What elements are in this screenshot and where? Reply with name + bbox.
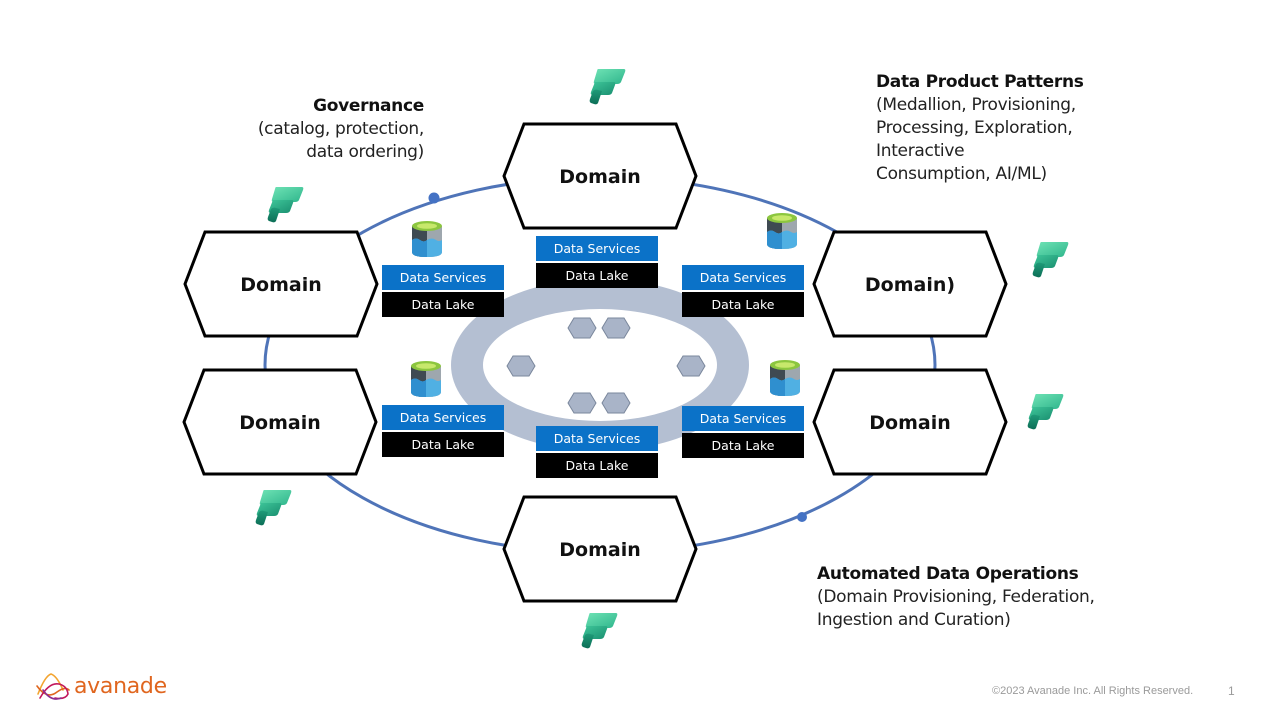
- automated-ops-description: (Domain Provisioning, Federation, Ingest…: [817, 586, 1177, 632]
- data-services-label: Data Services: [700, 411, 787, 426]
- data-services-bg: [382, 265, 504, 290]
- data-lake-block[interactable]: Data Lake: [536, 453, 658, 478]
- data-services-label: Data Services: [700, 270, 787, 285]
- hub-node-hexagon: [567, 392, 597, 414]
- data-lake-label: Data Lake: [566, 458, 629, 473]
- data-services-block[interactable]: Data Services: [382, 265, 504, 290]
- data-lake-bg: [682, 433, 804, 458]
- domain-hexagon: [812, 230, 1008, 338]
- data-services-label: Data Services: [400, 410, 487, 425]
- data-lake-bg: [382, 292, 504, 317]
- data-product-patterns-description: (Medallion, Provisioning, Processing, Ex…: [876, 94, 1176, 186]
- data-services-bg: [682, 265, 804, 290]
- domain-label: Domain: [559, 166, 640, 188]
- domain-label: Domain: [869, 412, 950, 434]
- data-services-bg: [382, 405, 504, 430]
- data-services-bg: [682, 406, 804, 431]
- patterns-line: (Medallion, Provisioning,: [876, 95, 1076, 115]
- patterns-line: Consumption, AI/ML): [876, 164, 1047, 184]
- data-lake-storage-icon: [770, 360, 800, 396]
- ops-line: (Domain Provisioning, Federation,: [817, 587, 1095, 607]
- ring-node-dot: [797, 512, 807, 522]
- domain-hexagon: [502, 122, 698, 230]
- domain-label: Domain: [559, 539, 640, 561]
- hub-node-hexagon: [601, 317, 631, 339]
- data-lake-label: Data Lake: [412, 437, 475, 452]
- data-lake-block[interactable]: Data Lake: [382, 432, 504, 457]
- data-lake-bg: [682, 292, 804, 317]
- automated-ops-title: Automated Data Operations: [817, 564, 1079, 584]
- data-services-block[interactable]: Data Services: [682, 406, 804, 431]
- domain-label: Domain: [240, 274, 321, 296]
- data-services-block[interactable]: Data Services: [536, 426, 658, 451]
- domain-label: Domain): [865, 274, 955, 296]
- data-services-label: Data Services: [554, 241, 641, 256]
- data-lake-block[interactable]: Data Lake: [682, 292, 804, 317]
- patterns-line: Processing, Exploration,: [876, 118, 1073, 138]
- microsoft-fabric-icon: [589, 69, 626, 105]
- data-lake-label: Data Lake: [712, 438, 775, 453]
- microsoft-fabric-icon: [581, 613, 618, 649]
- domain-hexagon: [502, 495, 698, 603]
- data-lake-block[interactable]: Data Lake: [682, 433, 804, 458]
- copyright-text: ©2023 Avanade Inc. All Rights Reserved.: [992, 685, 1194, 697]
- data-services-block[interactable]: Data Services: [382, 405, 504, 430]
- ops-line: Ingestion and Curation): [817, 610, 1011, 630]
- domain-label: Domain: [239, 412, 320, 434]
- data-services-label: Data Services: [400, 270, 487, 285]
- governance-line: data ordering): [306, 142, 424, 162]
- avanade-logo-text: avanade: [74, 674, 167, 699]
- domain-hexagon: [183, 230, 379, 338]
- domain-upper-left[interactable]: Domain: [183, 230, 379, 338]
- ring-node-dot: [428, 192, 440, 204]
- data-product-patterns-title: Data Product Patterns: [876, 72, 1084, 92]
- patterns-line: Interactive: [876, 141, 965, 161]
- data-lake-label: Data Lake: [566, 268, 629, 283]
- governance-title: Governance: [313, 96, 424, 116]
- data-lake-bg: [536, 453, 658, 478]
- data-lake-label: Data Lake: [712, 297, 775, 312]
- microsoft-fabric-icon: [1027, 394, 1064, 430]
- domain-hexagon: [812, 368, 1008, 476]
- governance-description: (catalog, protection, data ordering): [194, 118, 424, 164]
- hub-node-hexagon: [601, 392, 631, 414]
- data-services-block[interactable]: Data Services: [682, 265, 804, 290]
- domain-lower-right[interactable]: Domain: [812, 368, 1008, 476]
- microsoft-fabric-icon: [267, 187, 304, 223]
- data-lake-label: Data Lake: [412, 297, 475, 312]
- data-lake-storage-icon: [411, 361, 441, 397]
- domain-lower-left[interactable]: Domain: [182, 368, 378, 476]
- data-lake-bg: [536, 263, 658, 288]
- domain-bottom[interactable]: Domain: [502, 495, 698, 603]
- data-lake-storage-icon: [412, 221, 442, 257]
- hub-inner: [483, 309, 717, 421]
- avanade-logo-icon: [36, 673, 70, 700]
- domain-upper-right[interactable]: Domain): [812, 230, 1008, 338]
- domain-top[interactable]: Domain: [502, 122, 698, 230]
- data-services-block[interactable]: Data Services: [536, 236, 658, 261]
- hub-node-hexagon: [506, 355, 536, 377]
- domain-hexagon: [182, 368, 378, 476]
- microsoft-fabric-icon: [1032, 242, 1069, 278]
- microsoft-fabric-icon: [255, 490, 292, 526]
- data-services-bg: [536, 426, 658, 451]
- data-lake-block[interactable]: Data Lake: [536, 263, 658, 288]
- data-lake-block[interactable]: Data Lake: [382, 292, 504, 317]
- data-lake-storage-icon: [767, 213, 797, 249]
- data-lake-bg: [382, 432, 504, 457]
- data-services-bg: [536, 236, 658, 261]
- hub-node-hexagon: [676, 355, 706, 377]
- page-number: 1: [1228, 684, 1235, 698]
- data-services-label: Data Services: [554, 431, 641, 446]
- governance-line: (catalog, protection,: [257, 119, 424, 139]
- hub-node-hexagon: [567, 317, 597, 339]
